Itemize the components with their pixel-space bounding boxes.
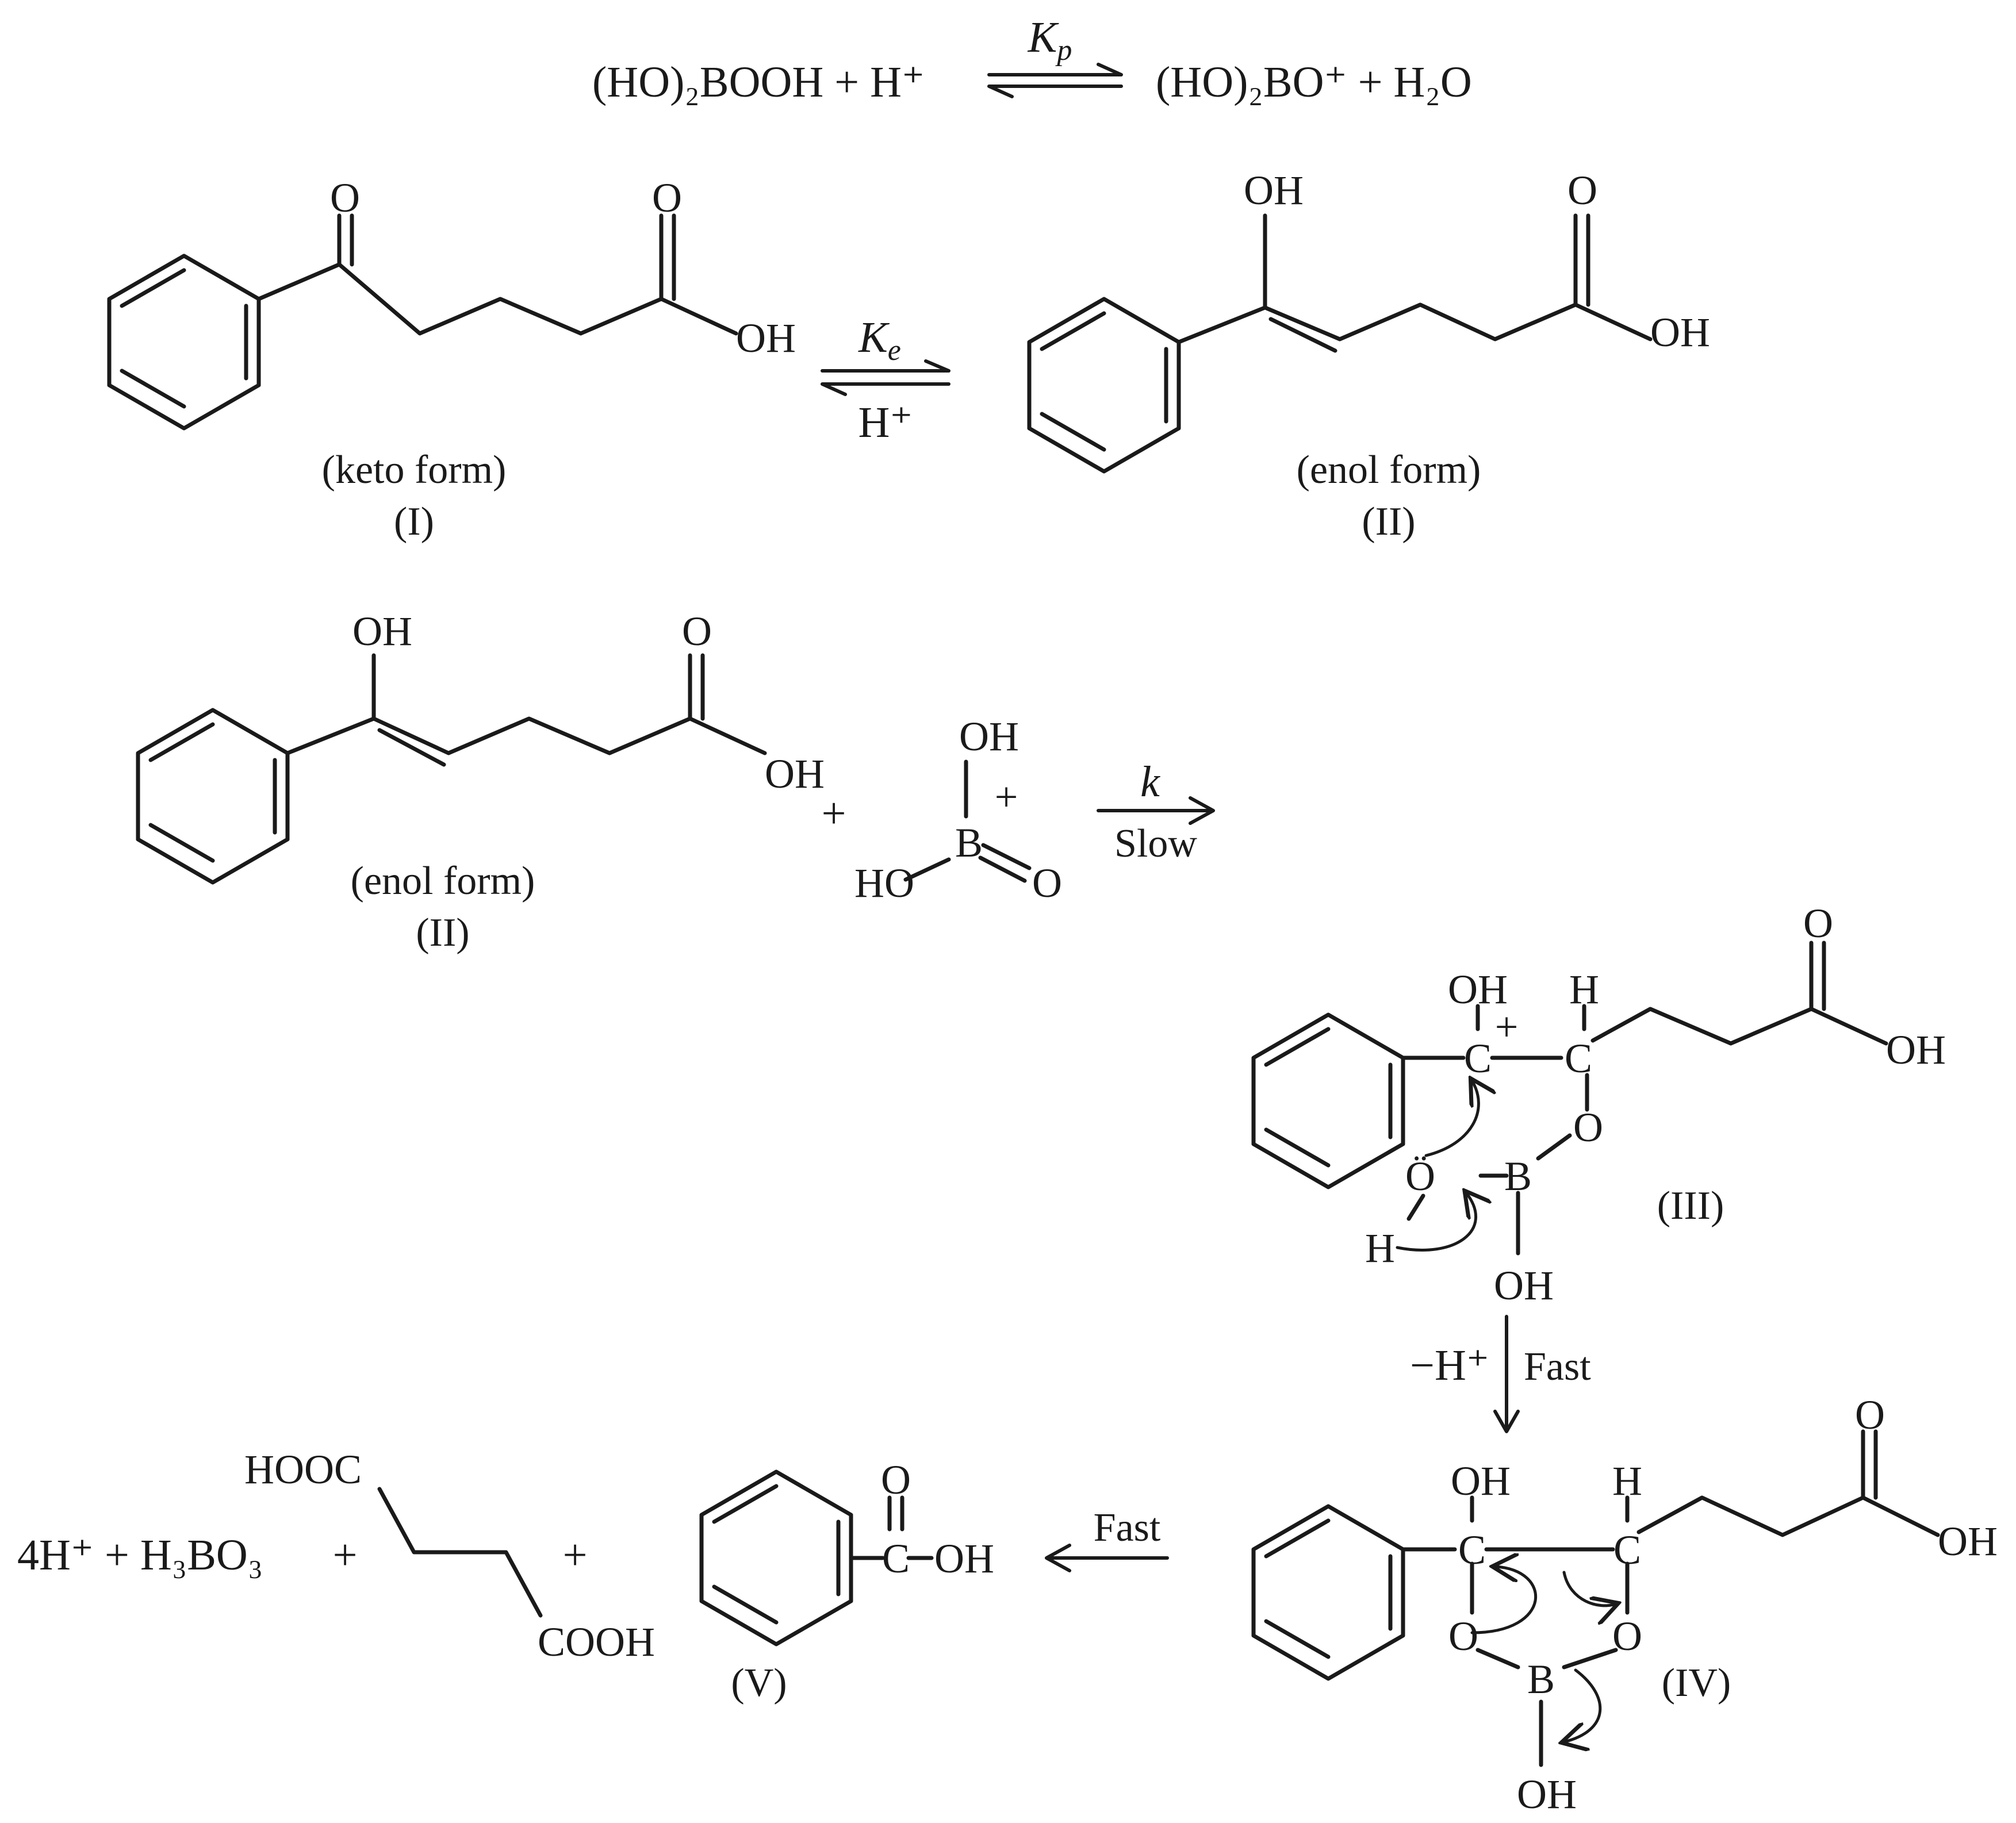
- keto-acid-oh: OH: [736, 315, 796, 361]
- benzoic-c: C: [882, 1536, 910, 1582]
- slow-label: Slow: [1114, 822, 1197, 866]
- glutaric-cooh: COOH: [538, 1619, 655, 1665]
- enol2-acid-oh: OH: [765, 751, 825, 797]
- benzoic-number: (V): [731, 1661, 787, 1705]
- int3-o-lone: Ö: [1405, 1153, 1435, 1199]
- boron-oxidant: OH + B HO O: [854, 713, 1062, 906]
- int4-c2: C: [1613, 1527, 1641, 1573]
- keto-acid-o: O: [652, 175, 682, 221]
- tautomer-equilibrium-arrow: Ke H⁺: [821, 313, 950, 447]
- rate-constant: k: [1140, 758, 1160, 806]
- products-ions: 4H⁺ + H₃BO₃: [17, 1531, 263, 1579]
- enol-oh: OH: [1244, 167, 1304, 213]
- products-plus-2: +: [563, 1531, 588, 1579]
- enol-form-structure: OH O OH (enol form) (II): [1027, 167, 1710, 544]
- enol-form-structure-2: OH O OH (enol form) (II): [136, 608, 825, 955]
- glutaric-acid-structure: HOOC COOH: [244, 1446, 655, 1665]
- int3-number: (III): [1657, 1184, 1724, 1228]
- arrow34-left: −H⁺: [1410, 1341, 1489, 1390]
- enol2-number: (II): [416, 911, 469, 955]
- eq1-reactant: (HO)₂BOOH + H⁺: [592, 58, 925, 106]
- int3-h-low: H: [1365, 1225, 1395, 1271]
- boron-oh-top: OH: [959, 713, 1019, 759]
- fast-label: Fast: [1094, 1506, 1161, 1550]
- int3-c2: C: [1565, 1035, 1592, 1081]
- int3-acid-oh: OH: [1886, 1027, 1946, 1073]
- int4-number: (IV): [1662, 1661, 1731, 1705]
- enol-acid-o: O: [1567, 167, 1597, 213]
- keto-form-structure: O O OH (keto form) (I): [107, 175, 796, 544]
- benzoic-carbonyl-o: O: [881, 1457, 911, 1503]
- int3-b: B: [1504, 1153, 1532, 1199]
- int4-curved-arrows: [1470, 1567, 1616, 1742]
- enol-acid-oh: OH: [1650, 309, 1710, 355]
- int4-o2: O: [1612, 1613, 1642, 1659]
- int4-acid-o: O: [1855, 1392, 1885, 1438]
- enol2-acid-o: O: [682, 608, 712, 654]
- int3-b-oh: OH: [1494, 1262, 1554, 1308]
- int4-h: H: [1612, 1458, 1642, 1504]
- enol2-oh: OH: [352, 608, 412, 654]
- equilibrium-arrow-1: [987, 63, 1123, 98]
- int4-oh: OH: [1451, 1458, 1511, 1504]
- int3-c1: C: [1464, 1035, 1492, 1081]
- intermediate-3: OH H + C C O Ö B H OH O OH (III): [1251, 900, 1946, 1308]
- int4-b-oh: OH: [1517, 1771, 1577, 1817]
- int4-c1: C: [1458, 1527, 1486, 1573]
- int3-ring-o: O: [1573, 1104, 1603, 1150]
- int4-acid-oh: OH: [1938, 1518, 1998, 1564]
- enol2-label: (enol form): [351, 859, 535, 903]
- keto-form-number: (I): [394, 500, 434, 544]
- tautomer-constant: Ke: [858, 313, 901, 367]
- enol-form-label: (enol form): [1297, 448, 1481, 492]
- boron-ho: HO: [854, 860, 914, 906]
- fast-step-arrow-down: −H⁺ Fast: [1410, 1315, 1591, 1433]
- equilibrium-1: (HO)₂BOOH + H⁺ Kp (HO)₂BO⁺ + H₂O: [592, 13, 1472, 106]
- boron-charge: +: [995, 774, 1018, 820]
- enol-form-number: (II): [1362, 500, 1415, 544]
- int3-curved-arrows: [1396, 1081, 1478, 1252]
- slow-step-arrow: k Slow: [1097, 758, 1215, 866]
- tautomer-catalyst: H⁺: [858, 398, 913, 447]
- int3-h: H: [1569, 966, 1599, 1012]
- eq1-product: (HO)₂BO⁺ + H₂O: [1156, 58, 1472, 106]
- int3-charge: +: [1495, 1004, 1519, 1050]
- int4-b: B: [1527, 1656, 1555, 1702]
- benzoic-oh: OH: [934, 1536, 994, 1582]
- step2-plus: +: [822, 789, 846, 838]
- boron-atom: B: [955, 820, 983, 866]
- int3-acid-o: O: [1803, 900, 1833, 946]
- products-plus-1: +: [333, 1531, 358, 1579]
- arrow34-right: Fast: [1524, 1345, 1591, 1389]
- benzoic-acid-structure: C O OH (V): [699, 1457, 994, 1705]
- int3-oh: OH: [1448, 966, 1508, 1012]
- fast-step-arrow-left: Fast: [1045, 1506, 1169, 1572]
- boron-o: O: [1032, 860, 1062, 906]
- int4-o1: O: [1448, 1613, 1478, 1659]
- keto-carbonyl-o: O: [330, 175, 360, 221]
- glutaric-hooc: HOOC: [244, 1446, 362, 1492]
- keto-form-label: (keto form): [322, 448, 507, 492]
- eq1-constant: Kp: [1028, 13, 1072, 67]
- intermediate-4: OH H C C O O B OH O OH (IV): [1251, 1392, 1998, 1817]
